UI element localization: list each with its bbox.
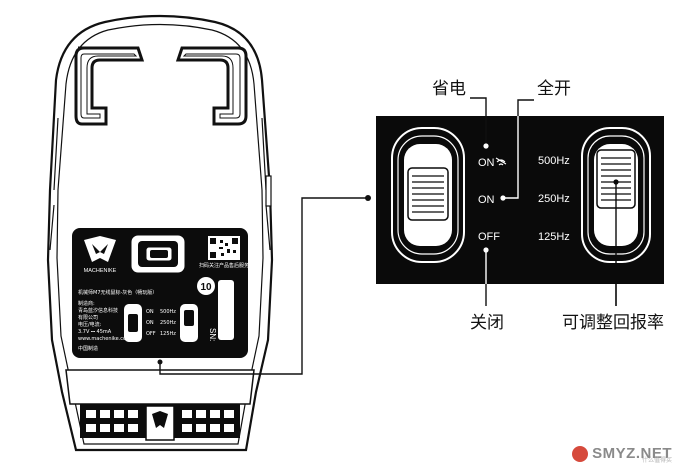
maker-name: 青岛蓝汐信息科技 bbox=[78, 307, 118, 314]
rear-logo-icon bbox=[152, 411, 168, 428]
pointer-power-save-dot bbox=[483, 143, 489, 149]
sn-label: SN: bbox=[208, 328, 217, 341]
watermark-subtext: 什么值得买 bbox=[641, 457, 672, 464]
watermark-text: SMYZ.NET bbox=[592, 445, 672, 462]
label-dpi-switch: 可调整回报率 bbox=[562, 313, 664, 333]
mouse-underside: MACHENIKE 扫码关注产品售后服务 机械师M7无线鼠标-灰色（畅玩版） 制… bbox=[46, 14, 274, 452]
callout-leader-dot-end bbox=[365, 195, 371, 201]
pointer-off-dot bbox=[483, 247, 489, 253]
right-side-ridge bbox=[261, 117, 271, 251]
callout-panel: ON ON OFF 500Hz 250Hz 125Hz bbox=[376, 116, 664, 284]
rate-125: 125Hz bbox=[538, 231, 570, 243]
power-save-icon bbox=[495, 157, 507, 166]
callout-leader-line bbox=[159, 197, 368, 375]
power-title: 电压/电流: bbox=[78, 321, 102, 328]
switch-pos-on-save: ON bbox=[478, 157, 495, 169]
power-value: 3.7V ⎓ 45mA bbox=[78, 329, 112, 335]
mouse-inner-outline bbox=[56, 23, 264, 445]
label-power-save: 省电 bbox=[432, 79, 466, 99]
rate-500: 500Hz bbox=[538, 155, 570, 167]
watermark-logo-icon bbox=[572, 445, 589, 462]
pointer-rate-dot bbox=[613, 179, 619, 185]
maker-name-2: 有限公司 bbox=[78, 314, 98, 321]
rating-badge bbox=[197, 277, 215, 295]
brand-wordmark: MACHENIKE bbox=[84, 268, 117, 274]
maker-title: 制造商: bbox=[78, 300, 95, 307]
switch-pos-on-full: ON bbox=[478, 194, 495, 206]
small-switch-pos-3: OFF bbox=[146, 331, 156, 337]
label-full-on: 全开 bbox=[537, 79, 571, 99]
switch-pos-off: OFF bbox=[478, 231, 500, 243]
side-button-notch bbox=[265, 175, 272, 207]
pointer-power-save bbox=[470, 97, 487, 144]
origin: 中国制造 bbox=[78, 345, 98, 352]
machenike-logo bbox=[84, 236, 116, 262]
rate-250: 250Hz bbox=[538, 193, 570, 205]
rear-grille-slots bbox=[86, 410, 234, 432]
left-side-ridge bbox=[49, 117, 59, 251]
small-power-switch-knob bbox=[128, 314, 138, 332]
label-off: 关闭 bbox=[470, 313, 504, 333]
small-rate-1: 500Hz bbox=[160, 309, 176, 315]
qr-code-pattern bbox=[210, 238, 238, 258]
sn-box bbox=[218, 280, 234, 340]
pointer-full-on-dot bbox=[500, 195, 506, 201]
pointer-full-on-white bbox=[505, 116, 519, 199]
glide-pad-top-left-inner bbox=[80, 53, 138, 119]
product-name: 机械师M7无线鼠标-灰色（畅玩版） bbox=[78, 289, 157, 296]
watermark: SMYZ.NET 什么值得买 bbox=[572, 445, 672, 464]
glide-pad-top-right-inner bbox=[182, 53, 241, 119]
power-switch-slider-grip bbox=[412, 175, 444, 213]
rear-skirt bbox=[65, 369, 255, 405]
small-rate-3: 125Hz bbox=[160, 331, 176, 337]
rating-badge-text: 10 bbox=[200, 282, 212, 293]
website: www.machenike.com bbox=[78, 336, 131, 342]
small-switch-pos-2: ON bbox=[146, 320, 154, 326]
product-label-sticker bbox=[72, 228, 248, 358]
callout-leader-dot-start bbox=[157, 359, 163, 365]
glide-pad-top-right bbox=[175, 46, 248, 126]
small-rate-switch-knob bbox=[184, 310, 194, 326]
qr-caption: 扫码关注产品售后服务 bbox=[199, 262, 249, 269]
sensor-lens-core bbox=[150, 250, 168, 258]
small-switch-pos-1: ON bbox=[146, 309, 154, 315]
small-rate-2: 250Hz bbox=[160, 320, 176, 326]
